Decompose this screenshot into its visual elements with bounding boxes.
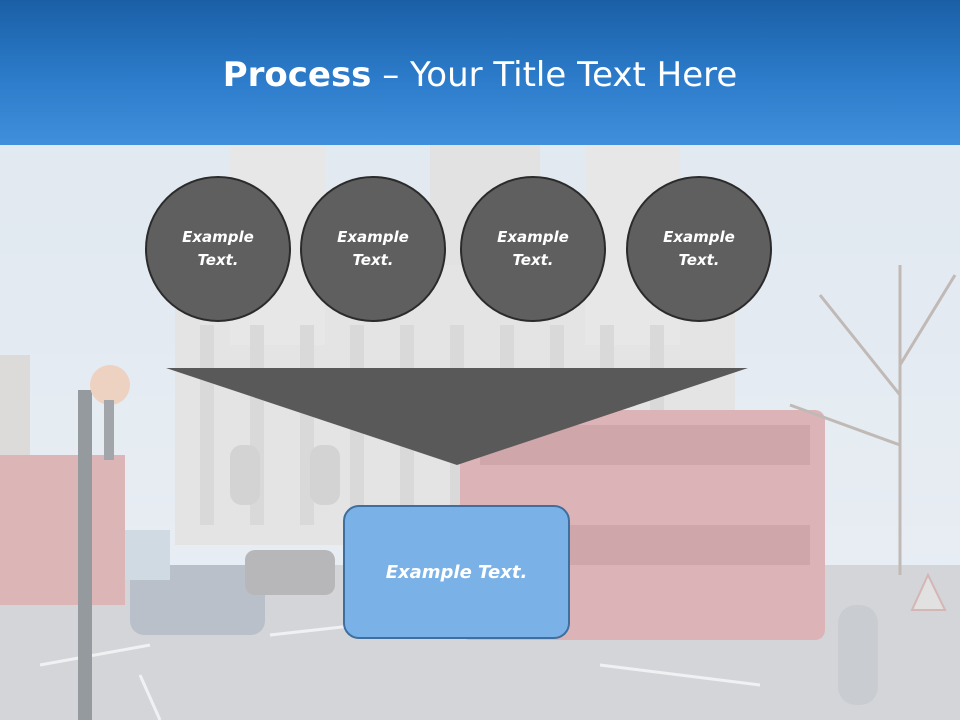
process-step-circle: Example Text. <box>460 176 606 322</box>
circle-label: Example Text. <box>182 228 254 269</box>
circle-label: Example Text. <box>497 228 569 269</box>
title-banner: Process – Your Title Text Here <box>0 0 960 145</box>
process-step-circle: Example Text. <box>145 176 291 322</box>
slide-title: Process – Your Title Text Here <box>0 54 960 96</box>
process-step-circle: Example Text. <box>626 176 772 322</box>
result-label: Example Text. <box>385 561 528 583</box>
circle-label: Example Text. <box>337 228 409 269</box>
funnel-triangle <box>166 368 748 465</box>
title-bold: Process <box>222 55 372 95</box>
result-box: Example Text. <box>343 505 570 639</box>
title-rest: – Your Title Text Here <box>371 55 738 95</box>
process-step-circle: Example Text. <box>300 176 446 322</box>
circle-label: Example Text. <box>663 228 735 269</box>
